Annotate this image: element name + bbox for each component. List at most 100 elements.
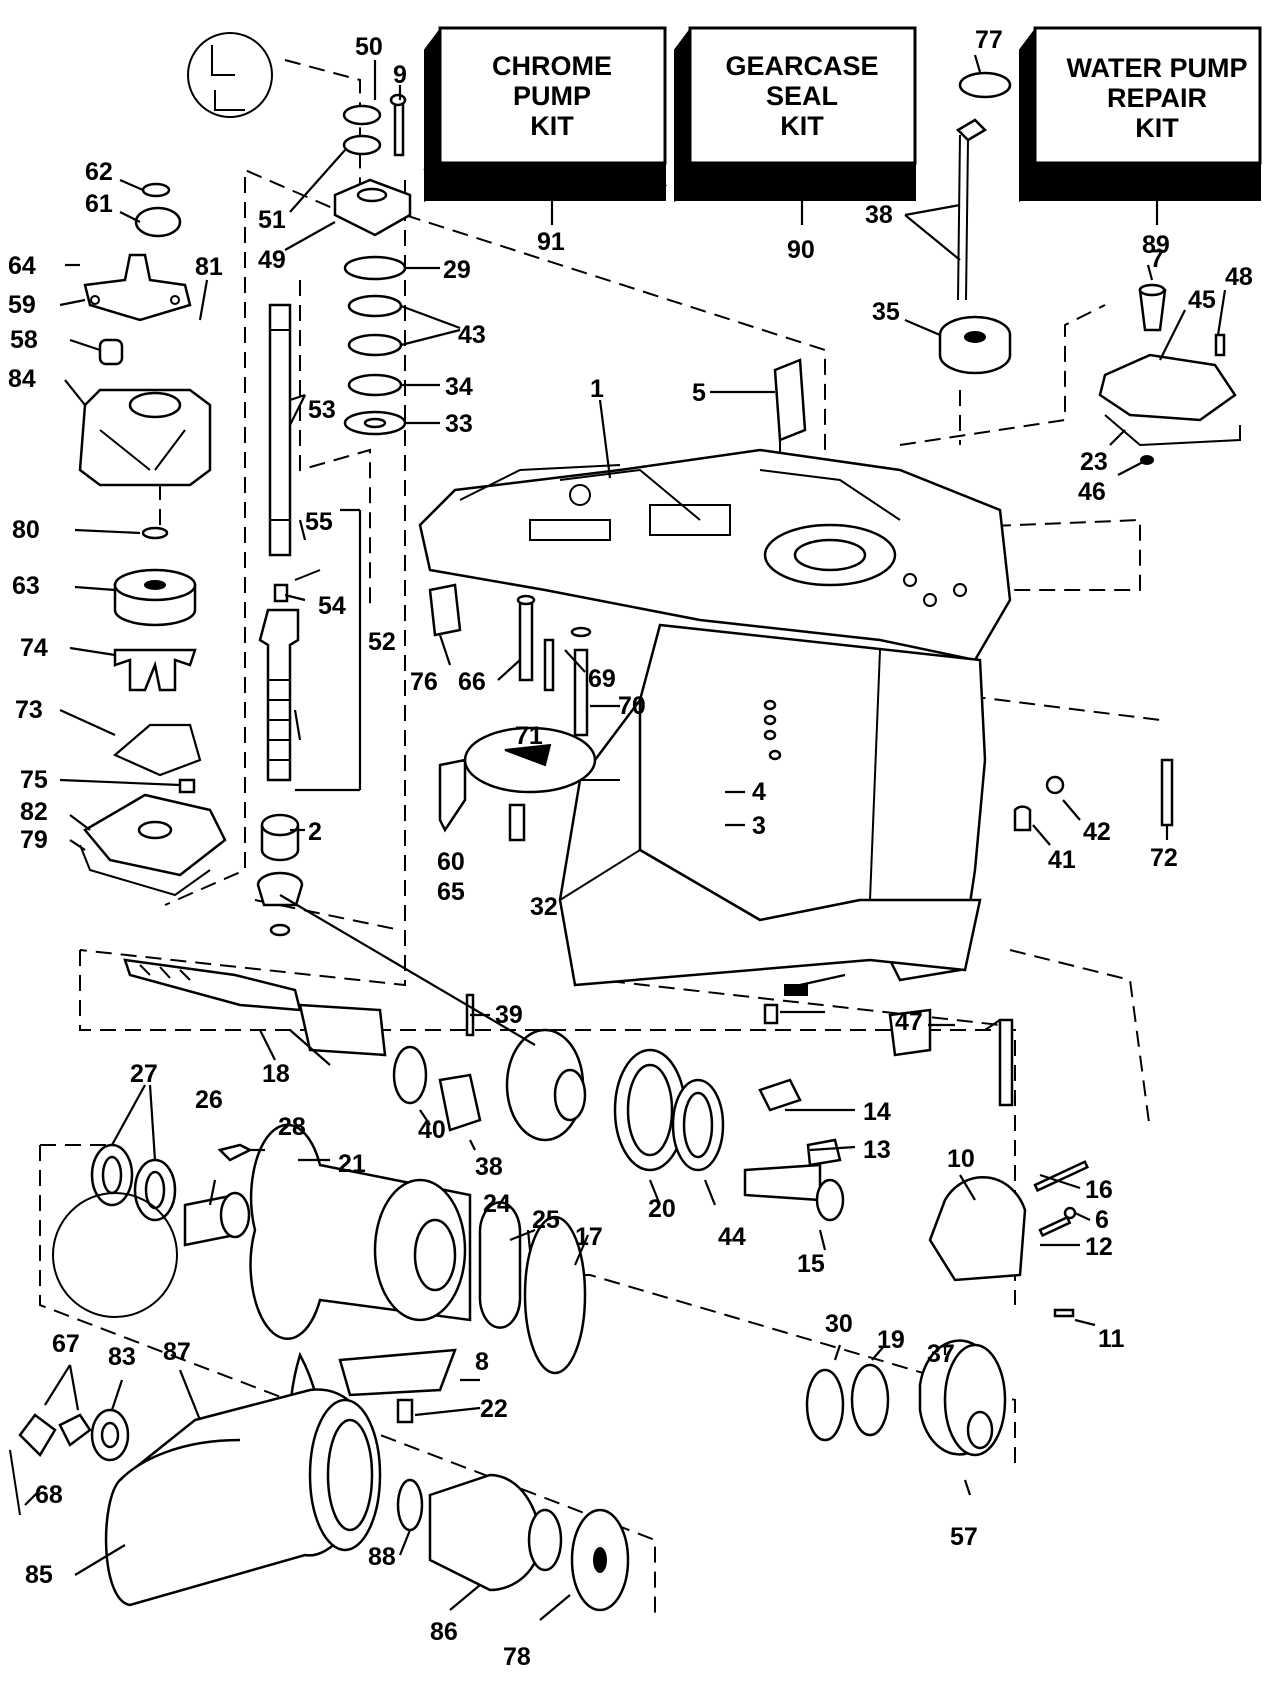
part-label-76: 76 [410,668,438,696]
part-label-78: 78 [503,1643,531,1671]
part-label-33: 33 [445,410,473,438]
part-label-8: 8 [475,1348,489,1376]
kit-number-labels: 91 90 89 [537,228,1170,264]
kit-box-water-pump-repair: WATER PUMP REPAIR KIT [1019,26,1262,203]
kit-91-line-1: CHROME [492,51,612,81]
part-label-21: 21 [338,1150,366,1178]
part-label-7: 7 [1150,245,1164,273]
kit-number-90: 90 [787,236,815,264]
part-label-17: 17 [575,1223,603,1251]
part-label-55: 55 [305,508,333,536]
part-label-59: 59 [8,291,36,319]
part-label-52: 52 [368,628,396,656]
part-label-46: 46 [1078,478,1106,506]
part-label-19: 19 [877,1326,905,1354]
kit-box-gearcase-seal: GEARCASE SEAL KIT [674,26,917,203]
part-label-32: 32 [530,893,558,921]
mid-hardware [428,583,1174,1107]
part-label-58: 58 [10,326,38,354]
part-label-11: 11 [1098,1325,1125,1353]
part-label-34: 34 [445,373,473,401]
part-label-53: 53 [308,396,336,424]
upper-right-parts [773,71,1241,465]
part-label-6: 6 [1095,1206,1109,1234]
part-number-labels: 50 9 77 62 61 64 59 81 58 84 51 49 29 43… [8,26,1253,1671]
part-label-62: 62 [85,158,113,186]
part-label-20: 20 [648,1195,676,1223]
part-label-27: 27 [130,1060,158,1088]
part-label-29: 29 [443,256,471,284]
part-label-30: 30 [825,1310,853,1338]
kit-90-line-1: GEARCASE [725,51,878,81]
kit-90-line-2: SEAL [766,81,838,111]
part-label-84: 84 [8,365,36,393]
seal-detail-inset [187,32,273,118]
part-label-63: 63 [12,572,40,600]
part-label-44: 44 [718,1223,746,1251]
bearing-carrier-prop [9,1123,1007,1612]
part-label-39: 39 [495,1001,523,1029]
part-label-80: 80 [12,516,40,544]
part-label-18: 18 [262,1060,290,1088]
part-label-47: 47 [895,1008,923,1036]
part-label-10: 10 [947,1145,975,1173]
part-label-61: 61 [85,190,113,218]
part-label-70: 70 [618,692,646,720]
part-label-54: 54 [318,592,346,620]
part-label-14: 14 [863,1098,891,1126]
kit-number-91: 91 [537,228,565,256]
part-label-13: 13 [863,1136,891,1164]
kit-89-line-3: KIT [1135,113,1179,143]
part-label-2: 2 [308,818,322,846]
driveshaft-parts [256,93,412,937]
part-label-64: 64 [8,252,36,280]
part-label-24: 24 [483,1190,511,1218]
part-label-69: 69 [588,665,616,693]
propshaft-gears [123,958,1090,1318]
part-label-65: 65 [437,878,465,906]
part-label-45: 45 [1188,286,1216,314]
part-label-51: 51 [258,206,286,234]
part-label-35: 35 [872,298,900,326]
kit-90-line-3: KIT [780,111,824,141]
part-label-25: 25 [532,1206,560,1234]
part-label-5: 5 [692,379,706,407]
water-pump-parts [78,32,273,897]
part-label-16: 16 [1085,1176,1113,1204]
part-label-68: 68 [35,1481,63,1509]
part-label-38-clutch: 38 [475,1153,503,1181]
part-label-87: 87 [163,1338,191,1366]
part-label-49: 49 [258,246,286,274]
part-label-86: 86 [430,1618,458,1646]
part-label-9: 9 [393,61,407,89]
part-label-40: 40 [418,1116,446,1144]
part-label-42-upper: 42 [1083,818,1111,846]
part-label-67: 67 [52,1330,80,1358]
leader-lines [24,54,1227,1621]
part-label-43: 43 [458,321,486,349]
part-label-79: 79 [20,826,48,854]
part-label-1: 1 [590,375,604,403]
kit-number-89: 89 [1142,231,1170,259]
part-label-73: 73 [15,696,43,724]
kit-89-line-1: WATER PUMP [1067,53,1248,83]
kit-box-chrome-pump: CHROME PUMP KIT [423,26,668,203]
part-label-88: 88 [368,1543,396,1571]
part-label-41-upper: 41 [1048,846,1076,874]
part-label-12: 12 [1085,1233,1113,1261]
part-label-75: 75 [20,766,48,794]
kit-91-line-3: KIT [530,111,574,141]
part-label-37: 37 [927,1340,955,1368]
part-label-60: 60 [437,848,465,876]
gearcase-housing [418,448,1012,987]
part-label-15: 15 [797,1250,825,1278]
part-label-82: 82 [20,798,48,826]
part-label-3: 3 [752,812,766,840]
kit-91-line-2: PUMP [513,81,591,111]
part-label-81: 81 [195,253,223,281]
part-label-57: 57 [950,1523,978,1551]
part-label-23: 23 [1080,448,1108,476]
part-label-4: 4 [752,778,766,806]
part-label-83: 83 [108,1343,136,1371]
part-label-72: 72 [1150,844,1178,872]
